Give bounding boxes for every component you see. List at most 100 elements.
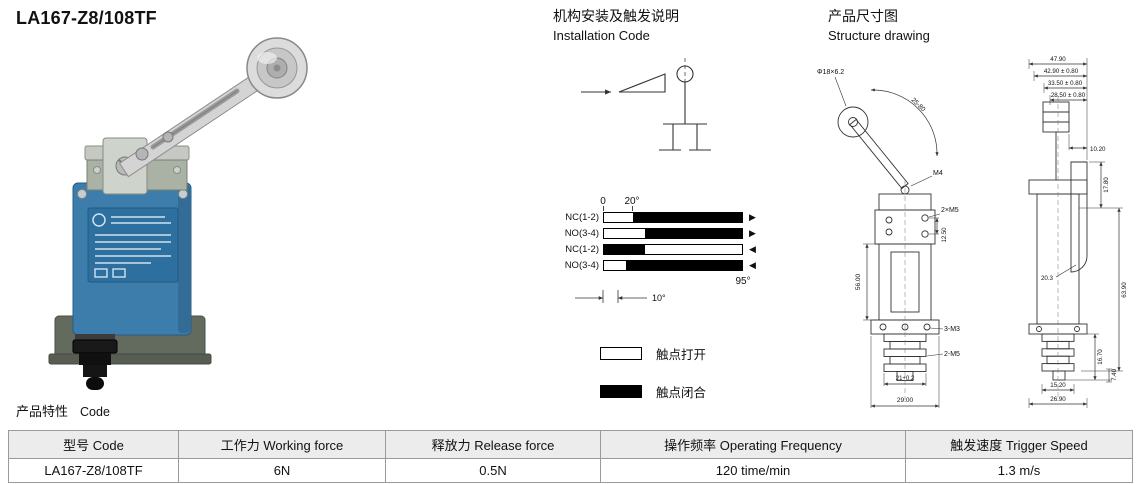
feature-line: 产品特性 Code xyxy=(16,401,110,420)
arm-screw xyxy=(135,147,149,161)
arm-screw xyxy=(162,131,174,143)
timing-bar xyxy=(603,259,743,271)
timing-row-label: NC(1-2) xyxy=(565,211,599,223)
arrow-left-icon: ◀ xyxy=(749,259,756,270)
rotation-arc xyxy=(870,88,939,157)
dim-label: 10.20 xyxy=(1090,146,1106,153)
timing-bar xyxy=(603,243,743,255)
timing-rows: NC(1-2) ▶ NO(3-4) ▶ NC(1-2) ◀ NO(3-4) ◀ xyxy=(551,209,806,273)
timing-row: NC(1-2) ◀ xyxy=(551,241,806,257)
structure-title-en: Structure drawing xyxy=(828,27,930,43)
contact-legend: 触点打开 触点闭合 xyxy=(600,346,706,422)
lever-side xyxy=(1070,161,1088,273)
timing-bar xyxy=(603,227,743,239)
head-screw xyxy=(173,166,181,174)
nameplate xyxy=(87,207,179,283)
dim-label: 16.70 xyxy=(1097,349,1104,365)
dim-label: 15.20 xyxy=(1050,382,1066,389)
spec-table-header-row: 型号 Code 工作力 Working force 释放力 Release fo… xyxy=(8,430,1133,459)
differential-dimension: 10° xyxy=(575,290,666,303)
tick-10: 10° xyxy=(652,293,666,303)
dim-label: 2×M5 xyxy=(941,207,959,214)
dim-label: 12.50 xyxy=(942,227,948,243)
cable-gland xyxy=(75,334,115,340)
roller-front xyxy=(837,106,869,138)
cam-wedge xyxy=(618,73,666,93)
dim-label: Φ18×6.2 xyxy=(817,69,844,76)
cell-trigger-speed: 1.3 m/s xyxy=(905,458,1133,483)
product-photo xyxy=(48,37,308,390)
installation-diagram xyxy=(581,58,711,151)
dim-label: 17.80 xyxy=(1103,177,1110,193)
cell-model: LA167-Z8/108TF xyxy=(8,458,179,483)
structure-section-title: 产品尺寸图 Structure drawing xyxy=(828,8,930,44)
body-screw xyxy=(77,189,87,199)
structure-title-cn: 产品尺寸图 xyxy=(828,8,898,24)
arrow-right-icon: ▶ xyxy=(749,227,756,238)
legend-item: 触点闭合 xyxy=(600,384,707,400)
contact-closed-swatch xyxy=(600,384,642,398)
installation-section-title: 机构安装及触发说明 Installation Code xyxy=(553,8,679,44)
limit-switch-photo xyxy=(48,37,308,390)
head-screw xyxy=(93,166,101,174)
cell-working-force: 6N xyxy=(178,458,386,483)
arrow-right-icon: ▶ xyxy=(749,211,756,222)
dim-label: 26.90 xyxy=(1050,396,1066,403)
dim-label: M4 xyxy=(933,170,943,177)
arrow-left-icon: ◀ xyxy=(749,243,756,254)
installation-title-en: Installation Code xyxy=(553,27,650,43)
switch-body-shade xyxy=(178,185,190,333)
installation-title-cn: 机构安装及触发说明 xyxy=(553,8,679,24)
legend-label: 触点打开 xyxy=(656,347,707,362)
spec-table: 型号 Code 工作力 Working force 释放力 Release fo… xyxy=(8,430,1133,483)
brand-logo xyxy=(92,213,106,227)
spec-table-data-row: LA167-Z8/108TF 6N 0.5N 120 time/min 1.3 … xyxy=(8,458,1133,483)
dim-label: 21+0.2 xyxy=(896,376,915,382)
timing-row-label: NO(3-4) xyxy=(564,227,599,239)
side-dimensions: 47.90 42.90 ± 0.80 33.50 ± 0.80 28.50 ± … xyxy=(1041,56,1128,403)
timing-row: NO(3-4) ▶ xyxy=(551,225,806,241)
dim-label: 42.90 ± 0.80 xyxy=(1044,68,1079,75)
lever-front xyxy=(849,118,909,190)
nameplate-text-lines xyxy=(94,216,171,278)
header-model: 型号 Code xyxy=(8,430,179,459)
cell-operating-frequency: 120 time/min xyxy=(600,458,906,483)
cell-release-force: 0.5N xyxy=(385,458,601,483)
dim-label: 33.50 ± 0.80 xyxy=(1048,80,1083,87)
roller-side xyxy=(1042,101,1070,133)
dim-label: 28.50 ± 0.80 xyxy=(1051,92,1086,99)
timing-row-label: NC(1-2) xyxy=(565,243,599,255)
feature-label-cn: 产品特性 xyxy=(16,404,69,419)
dim-label: 2-M5 xyxy=(944,351,960,358)
dim-label: 7.40 xyxy=(1111,368,1118,381)
timing-ticks: 0 20° xyxy=(551,194,806,211)
dim-label: 56.00 xyxy=(855,273,862,290)
feature-label-en: Code xyxy=(80,405,110,419)
dim-label: 47.90 xyxy=(1050,56,1066,63)
dim-label: 25-80 xyxy=(910,97,927,114)
page-title: LA167-Z8/108TF xyxy=(16,8,157,28)
header-trigger-speed: 触发速度 Trigger Speed xyxy=(905,430,1133,459)
header-release-force: 释放力 Release force xyxy=(385,430,601,459)
contact-open-swatch xyxy=(600,346,642,360)
structure-drawing: Φ18×6.2 25-80 M4 2×M5 12.50 56.00 3-M3 2… xyxy=(817,56,1128,408)
side-view xyxy=(1028,58,1123,408)
timing-row-label: NO(3-4) xyxy=(564,259,599,271)
mounting-bracket xyxy=(659,123,711,151)
tick-0: 0 xyxy=(600,196,606,207)
switch-base-lip xyxy=(48,353,212,365)
dim-label: 29.00 xyxy=(897,397,914,404)
tick-95: 95° xyxy=(735,276,751,287)
legend-label: 触点闭合 xyxy=(656,385,707,400)
header-operating-frequency: 操作频率 Operating Frequency xyxy=(600,430,906,459)
timing-row: NO(3-4) ◀ xyxy=(551,257,806,273)
timing-diagram: 0 20° NC(1-2) ▶ NO(3-4) ▶ NC(1-2) ◀ NO(3-4) ◀ 9… xyxy=(551,194,806,303)
header-working-force: 工作力 Working force xyxy=(178,430,386,459)
dim-label: 20.3 xyxy=(1041,275,1054,282)
dim-label: 3-M3 xyxy=(944,326,960,333)
front-view xyxy=(834,76,944,408)
timing-bar xyxy=(603,211,743,223)
legend-item: 触点打开 xyxy=(600,346,707,362)
body-screw xyxy=(178,189,188,199)
dim-label: 63.90 xyxy=(1121,282,1128,298)
